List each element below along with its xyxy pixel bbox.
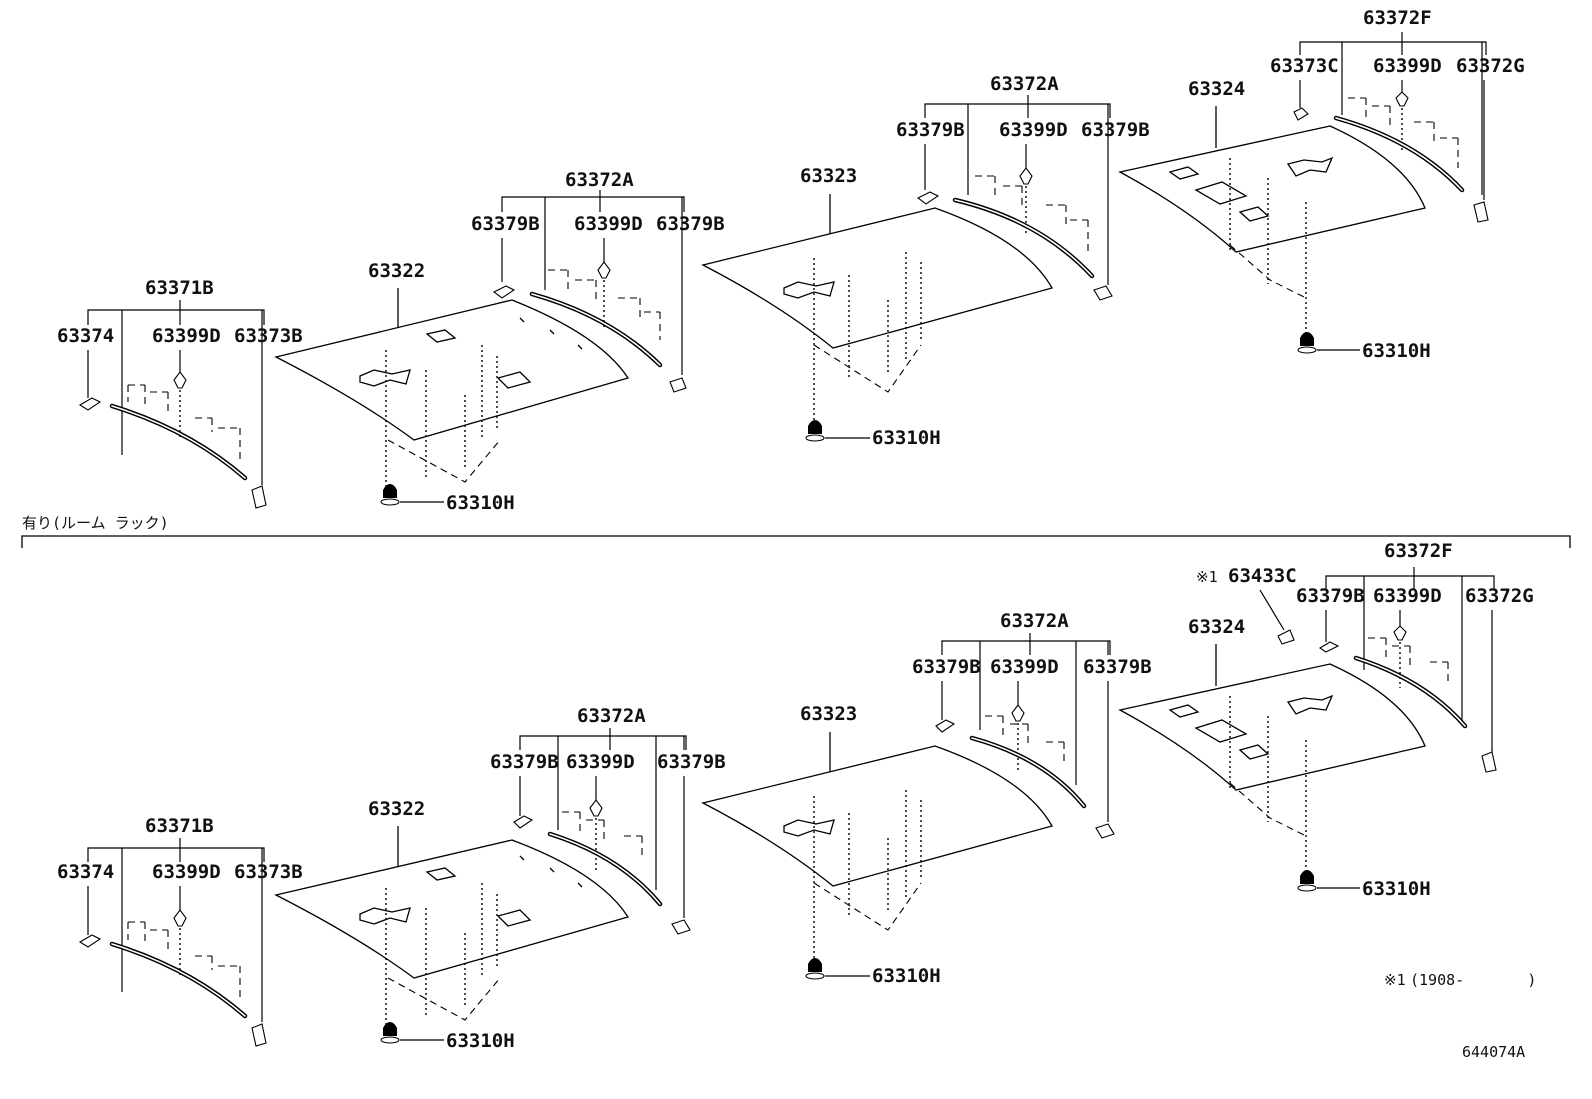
top-g2-bracket-label: 63372A [565, 169, 634, 191]
bottom-panel3 [1118, 663, 1426, 791]
top-clip2-icon [808, 420, 822, 434]
diagram-code: 644074A [1462, 1043, 1525, 1061]
bottom-panel1 [274, 839, 630, 979]
top-g1-center-label: 63399D [152, 325, 221, 347]
bottom-g2-bracket [519, 728, 687, 890]
top-g3-bracket-label: 63372A [990, 73, 1059, 95]
top-g3-center-label: 63399D [999, 119, 1068, 141]
top-clip1-icon [383, 484, 397, 498]
bottom-g2-center-clip [589, 799, 603, 817]
bottom-g4-center-clip [1393, 625, 1407, 641]
bottom-g2-center-label: 63399D [566, 751, 635, 773]
top-g3-right-clip [1093, 285, 1113, 301]
bottom-g1-right-label: 63373B [234, 861, 303, 883]
top-g1-right-clip [251, 485, 267, 509]
bottom-g3-left-label: 63379B [912, 656, 981, 678]
top-g3-bracket [924, 95, 1111, 285]
top-g3-left-label: 63379B [896, 119, 965, 141]
section-label: 有り(ルーム ラック) [22, 514, 169, 532]
top-g2-right-clip [669, 377, 687, 393]
top-g2-center-label: 63399D [574, 213, 643, 235]
bottom-g2-left-label: 63379B [490, 751, 559, 773]
bottom-g4-bracket [1325, 567, 1495, 725]
top-g4-right-clip [1473, 201, 1489, 223]
top-clip1-label: 63310H [446, 492, 515, 514]
bottom-g1-center-clip [173, 909, 187, 927]
bottom-g3-right-clip [1095, 823, 1115, 839]
bottom-clip3-icon [1300, 870, 1314, 884]
bottom-clip1-icon [383, 1022, 397, 1036]
top-g2-right-label: 63379B [656, 213, 725, 235]
top-panel3-label: 63324 [1188, 78, 1245, 100]
top-g2-center-clip [597, 261, 611, 279]
bottom-g4-right-label: 63372G [1465, 585, 1534, 607]
bottom-clip2-icon [808, 958, 822, 972]
bottom-clip1-label: 63310H [446, 1030, 515, 1052]
bottom-g3-left-clip [935, 719, 956, 733]
top-g2-bracket [501, 190, 685, 375]
bottom-g1-bracket [87, 838, 265, 1022]
top-g4-center-clip [1395, 91, 1409, 107]
top-g1-left-label: 63374 [57, 325, 114, 347]
top-g4-bracket-label: 63372F [1363, 7, 1432, 29]
bottom-g3-right-label: 63379B [1083, 656, 1152, 678]
top-panel3 [1118, 125, 1426, 253]
top-clip2-label: 63310H [872, 427, 941, 449]
top-g1-right-label: 63373B [234, 325, 303, 347]
top-panel1-label: 63322 [368, 260, 425, 282]
footnote-marker: ※1 [1384, 971, 1406, 989]
bottom-g1-bracket-label: 63371B [145, 815, 214, 837]
bottom-g2-right-clip [671, 919, 691, 935]
top-g3-right-label: 63379B [1081, 119, 1150, 141]
bottom-g4-bracket-label: 63372F [1384, 540, 1453, 562]
bottom-g4-left-clip [1318, 641, 1340, 653]
top-clip3-icon [1300, 332, 1314, 346]
top-g4-center-label: 63399D [1373, 55, 1442, 77]
top-g4-left-label: 63373C [1270, 55, 1339, 77]
bottom-panel3-label: 63324 [1188, 616, 1245, 638]
bottom-g1-right-clip [251, 1023, 267, 1047]
bottom-g4-extra-label: 63433C [1228, 565, 1297, 587]
bottom-g2-left-clip [513, 815, 534, 829]
bottom-g3-center-clip [1011, 704, 1025, 722]
bottom-panel2-label: 63323 [800, 703, 857, 725]
section-divider [21, 535, 1571, 548]
top-g1-bracket-label: 63371B [145, 277, 214, 299]
bottom-g3-center-label: 63399D [990, 656, 1059, 678]
bottom-panel1-label: 63322 [368, 798, 425, 820]
top-g3-left-clip [916, 191, 940, 205]
bottom-g1-left-clip [78, 934, 102, 948]
bottom-g1-rail [109, 941, 248, 1019]
top-g1-left-clip [78, 397, 102, 411]
top-g3-center-clip [1019, 167, 1033, 185]
top-panel2 [701, 207, 1053, 349]
bottom-g4-center-label: 63399D [1373, 585, 1442, 607]
top-g1-bracket [87, 300, 265, 485]
bottom-g3-bracket [941, 633, 1111, 785]
top-panel1 [274, 299, 630, 441]
bottom-g1-left-label: 63374 [57, 861, 114, 883]
bottom-panel2 [701, 745, 1053, 887]
bottom-g2-bracket-label: 63372A [577, 705, 646, 727]
top-g4-left-clip [1293, 107, 1309, 121]
bottom-g2-right-label: 63379B [657, 751, 726, 773]
top-clip3-label: 63310H [1362, 340, 1431, 362]
bottom-g4-left-label: 63379B [1296, 585, 1365, 607]
top-panel2-label: 63323 [800, 165, 857, 187]
bottom-g1-center-label: 63399D [152, 861, 221, 883]
bottom-g4-right-clip [1481, 751, 1497, 773]
top-g2-left-label: 63379B [471, 213, 540, 235]
bottom-g4-extra-clip [1277, 629, 1295, 645]
top-g4-right-label: 63372G [1456, 55, 1525, 77]
bottom-g4-extra-marker: ※1 [1196, 568, 1218, 586]
bottom-g3-bracket-label: 63372A [1000, 610, 1069, 632]
footnote-text: (1908- ) [1410, 971, 1536, 989]
top-g1-rail [109, 403, 248, 481]
top-g2-left-clip [492, 285, 516, 299]
bottom-clip2-label: 63310H [872, 965, 941, 987]
top-g4-bracket [1299, 32, 1487, 195]
top-g1-center-clip [173, 371, 187, 389]
bottom-clip3-label: 63310H [1362, 878, 1431, 900]
